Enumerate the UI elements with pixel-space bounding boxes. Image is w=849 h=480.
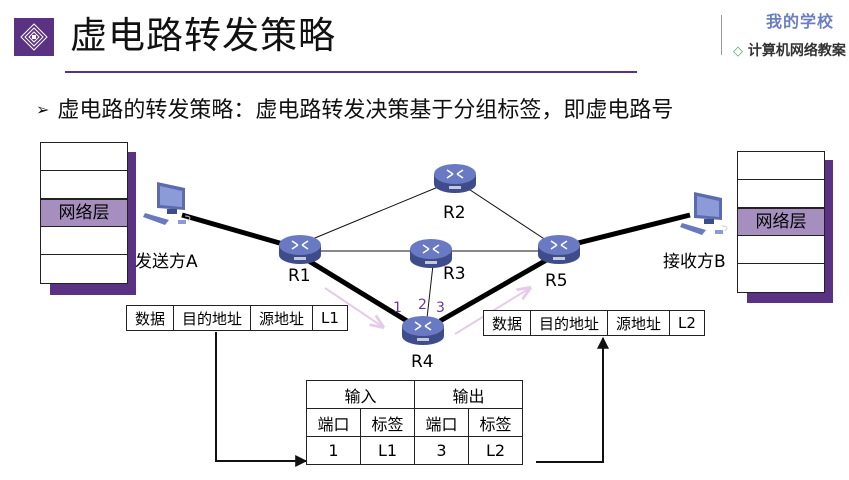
stack-layer <box>41 227 127 255</box>
arrow-bullet-icon: ➢ <box>36 100 50 119</box>
stack-layer <box>738 180 824 208</box>
packet-out: 数据 目的地址 源地址 L2 <box>482 310 705 336</box>
cell-in-label: L1 <box>360 436 415 465</box>
port-label-3: 3 <box>436 300 445 316</box>
table-row: 1 L1 3 L2 <box>306 436 523 465</box>
router-icon <box>434 164 476 193</box>
logo-divider <box>721 15 722 55</box>
course-logo-text: 计算机网络教案 <box>747 43 846 59</box>
column-header: 端口 <box>306 408 361 437</box>
label-table: 输入 输出 端口 标签 端口 标签 1 L1 3 L2 <box>306 380 523 465</box>
router-label-r1: R1 <box>288 266 311 286</box>
router-r1 <box>278 233 322 269</box>
arrow-table-to-packet <box>536 336 609 463</box>
network-layer: 网络层 <box>41 199 127 227</box>
diamond-logo-icon: ◇ <box>733 44 743 59</box>
stack-layer <box>738 236 824 264</box>
group-header-input: 输入 <box>306 380 415 409</box>
cell-out-label: L2 <box>468 436 523 465</box>
router-label-r5: R5 <box>545 271 568 291</box>
packet-in: 数据 目的地址 源地址 L1 <box>125 305 348 331</box>
column-header: 标签 <box>360 408 415 437</box>
title-icon <box>14 18 54 56</box>
link-r4-r5 <box>438 255 552 324</box>
link-r5-b <box>569 212 691 248</box>
packet-field-data: 数据 <box>482 310 532 336</box>
packet-field-src: 源地址 <box>607 310 671 336</box>
link-a-r1 <box>181 212 291 249</box>
link-r2-r5 <box>454 179 559 249</box>
router-label-r2: R2 <box>443 203 466 223</box>
sender-label: 发送方A <box>135 252 198 272</box>
link-r1-r4 <box>302 255 414 327</box>
router-icon <box>538 235 580 264</box>
router-icon <box>410 239 452 268</box>
column-header: 标签 <box>468 408 523 437</box>
cell-out-port: 3 <box>414 436 469 465</box>
direction-arrow-in <box>324 287 383 327</box>
receiver-protocol-stack: 网络层 <box>737 151 825 293</box>
router-r5 <box>537 233 581 269</box>
computer-icon <box>143 182 191 225</box>
sender-protocol-stack: 网络层 <box>40 142 128 284</box>
packet-field-label: L2 <box>669 310 705 336</box>
stack-layer <box>41 171 127 199</box>
packet-field-dest: 目的地址 <box>173 305 252 331</box>
course-logo: ◇ 计算机网络教案 <box>733 40 846 60</box>
group-header-output: 输出 <box>414 380 523 409</box>
title-underline <box>65 71 637 73</box>
stack-layer <box>738 264 824 292</box>
arrow-packet-to-table <box>215 332 308 467</box>
cell-in-port: 1 <box>306 436 361 465</box>
network-layer: 网络层 <box>738 208 824 236</box>
packet-field-label: L1 <box>312 305 348 331</box>
school-logo-text: 我的学校 <box>766 12 835 31</box>
router-r3 <box>409 237 453 273</box>
router-r2 <box>433 162 477 198</box>
router-label-r3: R3 <box>443 264 466 284</box>
stack-layer <box>738 152 824 180</box>
port-label-1: 1 <box>393 300 402 316</box>
stack-layer <box>41 143 127 171</box>
router-label-r4: R4 <box>411 352 434 372</box>
router-icon <box>402 316 444 345</box>
bullet-line: ➢ 虚电路的转发策略：虚电路转发决策基于分组标签，即虚电路号 <box>36 96 673 127</box>
stack-layer <box>41 255 127 283</box>
link-r3-r4 <box>426 264 434 319</box>
packet-field-dest: 目的地址 <box>530 310 609 336</box>
bullet-text: 虚电路的转发策略：虚电路转发决策基于分组标签，即虚电路号 <box>57 98 674 123</box>
column-header: 端口 <box>414 408 469 437</box>
router-r4 <box>401 314 445 350</box>
packet-field-src: 源地址 <box>250 305 314 331</box>
packet-field-data: 数据 <box>125 305 175 331</box>
port-label-2: 2 <box>418 297 427 313</box>
page-title: 虚电路转发策略 <box>70 14 336 57</box>
computer-icon <box>680 192 728 235</box>
target-diamond-icon <box>20 23 48 51</box>
link-r1-r2 <box>297 179 456 246</box>
receiver-label: 接收方B <box>663 252 726 272</box>
sender-computer <box>143 180 195 234</box>
receiver-computer <box>680 190 732 244</box>
router-icon <box>279 235 321 264</box>
